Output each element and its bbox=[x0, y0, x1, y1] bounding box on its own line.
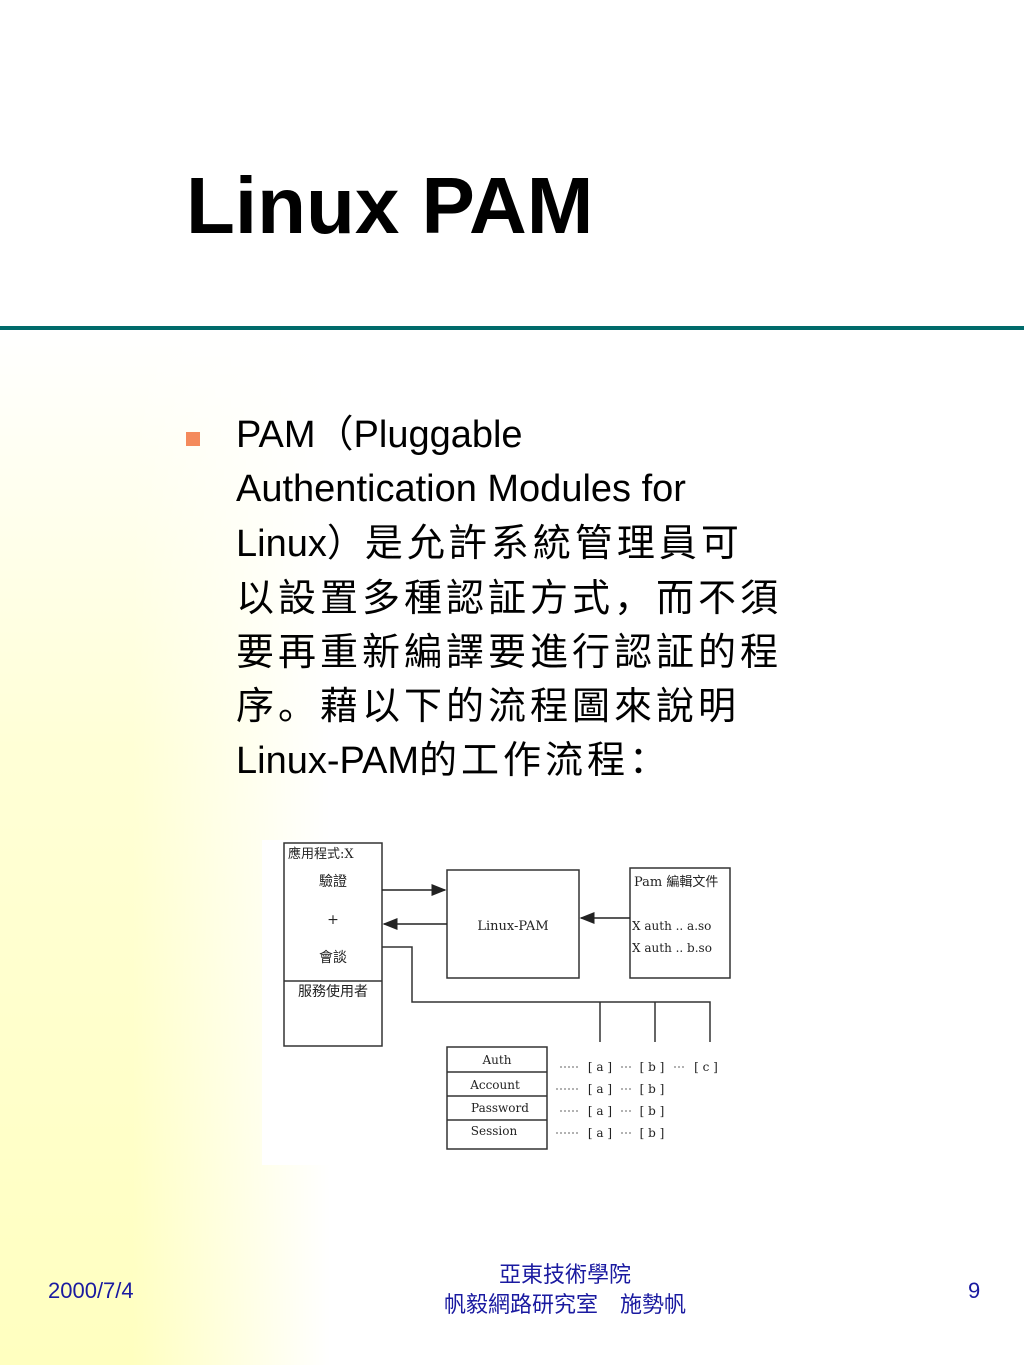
title-divider bbox=[0, 326, 1024, 330]
bullet-line-3: Linux）是允許系統管理員可 bbox=[236, 516, 836, 571]
config-file-box bbox=[629, 867, 731, 979]
pam-flow-diagram: 應用程式:X 驗證 + 會談 服務使用者 Linux-PAM Pam 編輯文件 … bbox=[262, 840, 732, 1165]
config-file-title: Pam 編輯文件 bbox=[634, 874, 718, 890]
modules-table bbox=[446, 1046, 548, 1150]
stack-account-b: [ b ] bbox=[640, 1082, 665, 1096]
bullet-line-1: PAM（Pluggable bbox=[236, 414, 523, 456]
bullet-line-7a: Linux-PAM bbox=[236, 740, 420, 782]
bullet-line-7: Linux-PAM的工作流程： bbox=[236, 733, 836, 788]
footer-organization: 亞東技術學院 帆毅網路研究室 施勢帆 bbox=[390, 1260, 740, 1320]
bullet-line-3b: 是允許系統管理員可 bbox=[364, 521, 743, 565]
stack-auth-c: [ c ] bbox=[694, 1060, 718, 1074]
bullet-line-5: 要再重新編譯要進行認証的程 bbox=[236, 630, 783, 674]
config-line-1: X auth .. a.so bbox=[632, 919, 711, 933]
linux-pam-label: Linux-PAM bbox=[477, 919, 548, 934]
footer-lab: 帆毅網路研究室 施勢帆 bbox=[443, 1292, 686, 1317]
app-auth-label: 驗證 bbox=[319, 873, 347, 890]
app-session-label: 會談 bbox=[319, 950, 347, 966]
bullet-line-7b: 的工作流程： bbox=[419, 738, 672, 782]
config-line-2: X auth .. b.so bbox=[632, 941, 712, 955]
footer-page-number: 9 bbox=[968, 1278, 981, 1303]
footer-school: 亞東技術學院 bbox=[498, 1262, 631, 1287]
bullet-line-2: Authentication Modules for bbox=[236, 468, 686, 510]
stack-auth-b: [ b ] bbox=[640, 1060, 665, 1074]
connector-session bbox=[382, 946, 711, 1042]
bullet-marker bbox=[186, 432, 200, 446]
app-plus-label: + bbox=[327, 912, 339, 928]
app-service-user-label: 服務使用者 bbox=[298, 983, 368, 1000]
stack-password-a: [ a ] bbox=[588, 1104, 612, 1118]
module-auth: Auth bbox=[482, 1053, 512, 1067]
application-box bbox=[283, 842, 383, 1047]
bullet-line-4: 以設置多種認証方式，而不須 bbox=[236, 576, 783, 620]
stack-password-b: [ b ] bbox=[640, 1104, 665, 1118]
bullet-line-6: 序。藉以下的流程圖來說明 bbox=[236, 684, 741, 728]
stack-auth-a: [ a ] bbox=[588, 1060, 612, 1074]
stack-session-a: [ a ] bbox=[588, 1126, 612, 1140]
module-account: Account bbox=[469, 1078, 520, 1092]
app-title: 應用程式:X bbox=[288, 846, 354, 862]
bullet-line-3a: Linux） bbox=[236, 523, 365, 565]
module-session: Session bbox=[471, 1124, 518, 1138]
stack-session-b: [ b ] bbox=[640, 1126, 665, 1140]
bullet-text: PAM（Pluggable Authentication Modules for… bbox=[236, 408, 836, 788]
slide-title: Linux PAM bbox=[186, 161, 594, 250]
stack-leaders bbox=[556, 1066, 686, 1134]
module-password: Password bbox=[471, 1101, 529, 1115]
footer-date: 2000/7/4 bbox=[48, 1278, 134, 1303]
stack-account-a: [ a ] bbox=[588, 1082, 612, 1096]
